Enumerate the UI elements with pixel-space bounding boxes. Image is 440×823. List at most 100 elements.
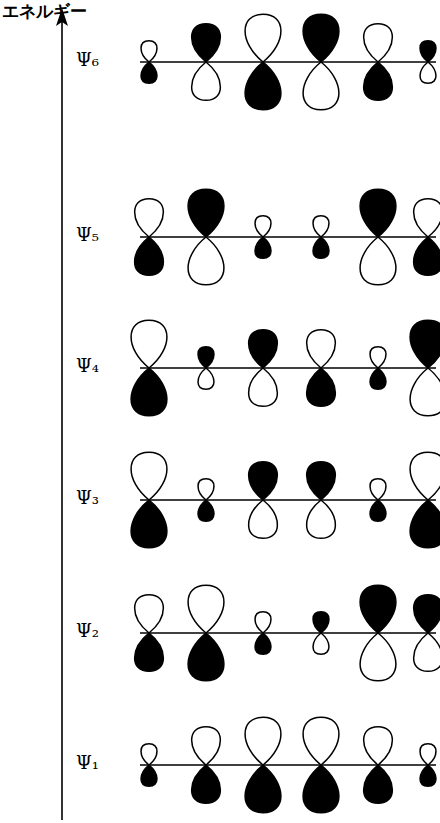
p-orbital — [360, 585, 396, 681]
lower-lobe — [364, 62, 393, 100]
upper-lobe — [141, 41, 157, 62]
p-orbital — [414, 595, 440, 672]
upper-lobe — [420, 41, 436, 62]
bond-axis — [140, 61, 436, 62]
p-orbital — [192, 727, 221, 804]
p-orbital — [364, 727, 393, 804]
molecular-orbital — [140, 717, 436, 813]
p-orbital — [135, 595, 164, 672]
lower-lobe — [414, 633, 440, 671]
p-orbital — [420, 744, 436, 787]
p-orbital — [131, 320, 167, 416]
p-orbital — [188, 189, 224, 285]
p-orbital — [245, 14, 281, 110]
upper-lobe — [410, 320, 440, 368]
p-orbital — [255, 216, 271, 259]
lower-lobe — [307, 500, 336, 538]
lower-lobe — [360, 633, 396, 681]
p-orbital — [420, 41, 436, 84]
lower-lobe — [198, 500, 214, 521]
lower-lobe — [249, 368, 278, 406]
bond-axis — [140, 632, 436, 633]
upper-lobe — [135, 199, 164, 237]
upper-lobe — [313, 612, 329, 633]
molecular-orbital — [135, 585, 440, 681]
upper-lobe — [307, 462, 336, 500]
lower-lobe — [410, 368, 440, 416]
lower-lobe — [307, 368, 336, 406]
lower-lobe — [141, 62, 157, 83]
lower-lobe — [245, 765, 281, 813]
p-orbital — [410, 452, 440, 548]
lower-lobe — [192, 765, 221, 803]
upper-lobe — [255, 612, 271, 633]
upper-lobe — [303, 717, 339, 765]
upper-lobe — [249, 462, 278, 500]
upper-lobe — [360, 189, 396, 237]
lower-lobe — [198, 368, 214, 389]
lower-lobe — [303, 62, 339, 110]
bond-axis — [140, 367, 436, 368]
lower-lobe — [414, 237, 440, 275]
upper-lobe — [192, 727, 221, 765]
upper-lobe — [420, 744, 436, 765]
molecular-orbital — [140, 14, 436, 110]
upper-lobe — [370, 347, 386, 368]
p-orbital — [410, 320, 440, 416]
p-orbital — [360, 189, 396, 285]
upper-lobe — [198, 347, 214, 368]
energy-axis — [61, 14, 63, 820]
upper-lobe — [313, 216, 329, 237]
p-orbital — [313, 216, 329, 259]
lower-lobe — [135, 633, 164, 671]
molecular-orbital — [135, 189, 440, 285]
p-orbital — [414, 199, 440, 276]
bond-axis — [140, 764, 436, 765]
p-orbital — [307, 330, 336, 407]
p-orbital — [141, 744, 157, 787]
upper-lobe — [255, 216, 271, 237]
lower-lobe — [420, 765, 436, 786]
upper-lobe — [188, 189, 224, 237]
molecular-orbital — [131, 320, 440, 416]
p-orbital — [131, 452, 167, 548]
upper-lobe — [131, 452, 167, 500]
molecular-orbital — [131, 452, 440, 548]
lower-lobe — [420, 62, 436, 83]
p-orbital — [364, 24, 393, 101]
lower-lobe — [245, 62, 281, 110]
p-orbital — [370, 479, 386, 522]
upper-lobe — [249, 330, 278, 368]
orbital-label: Ψ₁ — [76, 753, 99, 773]
lower-lobe — [255, 633, 271, 654]
p-orbital — [192, 24, 221, 101]
upper-lobe — [303, 14, 339, 62]
upper-lobe — [135, 595, 164, 633]
axis-label: エネルギー — [2, 2, 87, 21]
upper-lobe — [370, 479, 386, 500]
p-orbital — [198, 347, 214, 390]
bond-axis — [140, 236, 436, 237]
lower-lobe — [192, 62, 221, 100]
upper-lobe — [245, 14, 281, 62]
p-orbital — [303, 717, 339, 813]
upper-lobe — [131, 320, 167, 368]
upper-lobe — [414, 595, 440, 633]
lower-lobe — [188, 237, 224, 285]
orbital-label: Ψ₄ — [76, 356, 99, 376]
p-orbital — [249, 462, 278, 539]
p-orbital — [255, 612, 271, 655]
lower-lobe — [370, 500, 386, 521]
lower-lobe — [131, 368, 167, 416]
lower-lobe — [249, 500, 278, 538]
upper-lobe — [307, 330, 336, 368]
upper-lobe — [188, 585, 224, 633]
p-orbital — [245, 717, 281, 813]
orbital-label: Ψ₃ — [76, 488, 99, 508]
lower-lobe — [255, 237, 271, 258]
p-orbital — [249, 330, 278, 407]
orbital-label: Ψ₆ — [76, 50, 99, 70]
lower-lobe — [313, 633, 329, 654]
orbital-label: Ψ₅ — [76, 225, 99, 245]
